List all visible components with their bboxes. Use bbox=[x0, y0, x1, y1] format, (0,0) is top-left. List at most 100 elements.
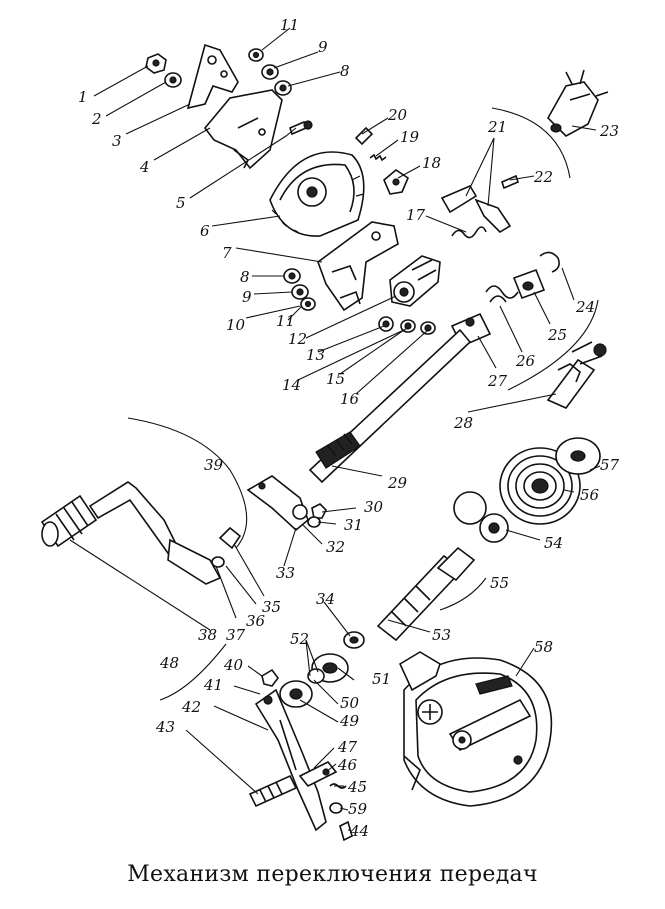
part-washer-34 bbox=[343, 631, 365, 649]
callout-7: 7 bbox=[222, 244, 232, 262]
callout-28: 28 bbox=[453, 414, 473, 432]
callout-47: 47 bbox=[337, 738, 358, 756]
callout-10: 10 bbox=[226, 316, 246, 334]
callout-42: 42 bbox=[181, 698, 201, 716]
callout-27: 27 bbox=[487, 372, 508, 390]
part-washer-16 bbox=[420, 321, 436, 335]
diagram-caption: Механизм переключения передач bbox=[127, 862, 538, 887]
callout-12: 12 bbox=[288, 330, 307, 348]
part-spring-26 bbox=[485, 285, 519, 303]
part-bolt-1 bbox=[145, 53, 167, 74]
part-spring-19 bbox=[369, 153, 387, 162]
callout-46: 46 bbox=[337, 756, 358, 774]
part-bolt-35 bbox=[218, 526, 242, 550]
part-sector-6 bbox=[269, 151, 365, 237]
callout-3: 3 bbox=[112, 132, 122, 150]
part-washer-13 bbox=[378, 316, 394, 332]
leader-lines bbox=[69, 27, 601, 831]
callout-52: 52 bbox=[290, 630, 309, 648]
part-washer-36 bbox=[211, 556, 225, 568]
part-lever-12 bbox=[389, 255, 441, 307]
callout-14: 14 bbox=[282, 376, 301, 394]
part-nut-11-mid bbox=[300, 297, 316, 311]
part-fork-23 bbox=[547, 69, 609, 137]
callout-22: 22 bbox=[533, 168, 553, 186]
part-washer-52 bbox=[307, 668, 325, 684]
callout-34: 34 bbox=[316, 590, 335, 608]
callout-54: 54 bbox=[544, 534, 563, 552]
part-gear-shaft-28 bbox=[546, 341, 607, 409]
callout-44: 44 bbox=[349, 822, 369, 840]
callout-37: 37 bbox=[226, 626, 246, 644]
part-plate-7 bbox=[317, 221, 399, 312]
part-spring-17 bbox=[451, 226, 487, 239]
callout-59: 59 bbox=[348, 800, 368, 818]
callout-18: 18 bbox=[422, 154, 441, 172]
part-bracket-3 bbox=[186, 43, 239, 110]
callout-51: 51 bbox=[372, 670, 391, 688]
part-washer-2 bbox=[164, 72, 182, 88]
part-splined-shaft-53 bbox=[376, 546, 476, 642]
callout-26: 26 bbox=[515, 352, 536, 370]
callout-5: 5 bbox=[176, 194, 186, 212]
part-washer-9-top bbox=[261, 64, 279, 80]
part-housing-58 bbox=[398, 651, 553, 807]
callout-35: 35 bbox=[262, 598, 281, 616]
callout-57: 57 bbox=[600, 456, 620, 474]
callout-43: 43 bbox=[155, 718, 175, 736]
callout-16: 16 bbox=[340, 390, 360, 408]
part-gear-54 bbox=[453, 491, 509, 543]
part-nut-8-top bbox=[274, 80, 292, 96]
part-screw-44 bbox=[339, 820, 353, 842]
callout-30: 30 bbox=[364, 498, 384, 516]
callout-23: 23 bbox=[599, 122, 619, 140]
callout-45: 45 bbox=[347, 778, 367, 796]
part-lever-42 bbox=[254, 688, 327, 832]
part-pin-43 bbox=[248, 774, 298, 808]
callout-38: 38 bbox=[198, 626, 217, 644]
callout-1: 1 bbox=[78, 88, 88, 106]
callout-55: 55 bbox=[490, 574, 509, 592]
part-plate-4 bbox=[203, 89, 283, 170]
callout-11: 11 bbox=[280, 16, 299, 34]
callout-53: 53 bbox=[432, 626, 451, 644]
part-washer-9-mid bbox=[291, 284, 309, 300]
part-pin-5 bbox=[289, 120, 313, 136]
part-pin-22 bbox=[501, 174, 519, 190]
part-bolt-30 bbox=[311, 503, 327, 519]
callout-41: 41 bbox=[203, 676, 223, 694]
callout-33: 33 bbox=[276, 564, 295, 582]
callout-4: 4 bbox=[139, 158, 150, 176]
part-ball-20 bbox=[354, 126, 374, 146]
part-nut-8-mid bbox=[283, 268, 301, 284]
callout-8b: 8 bbox=[240, 268, 250, 286]
callout-40: 40 bbox=[223, 656, 244, 674]
callout-20: 20 bbox=[387, 106, 408, 124]
part-ring-24 bbox=[539, 251, 560, 273]
callout-21: 21 bbox=[487, 118, 507, 136]
callout-9b: 9 bbox=[242, 288, 252, 306]
callout-19: 19 bbox=[400, 128, 420, 146]
callout-50: 50 bbox=[340, 694, 360, 712]
callout-17: 17 bbox=[406, 206, 426, 224]
part-nut-11-top bbox=[248, 48, 264, 62]
callout-2: 2 bbox=[91, 110, 102, 128]
callout-49: 49 bbox=[339, 712, 360, 730]
callout-15: 15 bbox=[326, 370, 345, 388]
callout-48: 48 bbox=[159, 654, 179, 672]
part-handle-38 bbox=[40, 481, 222, 585]
callout-32: 32 bbox=[326, 538, 345, 556]
callout-56: 56 bbox=[580, 486, 600, 504]
callout-labels: 1 2 3 4 5 6 7 8 9 10 11 12 13 14 15 16 1… bbox=[78, 16, 620, 840]
callout-6: 6 bbox=[200, 222, 210, 240]
callout-39: 39 bbox=[204, 456, 224, 474]
callout-25: 25 bbox=[547, 326, 567, 344]
callout-36: 36 bbox=[246, 612, 266, 630]
part-levers-21 bbox=[440, 184, 512, 234]
callout-58: 58 bbox=[534, 638, 553, 656]
callout-31: 31 bbox=[344, 516, 363, 534]
part-shaft-29 bbox=[308, 328, 472, 484]
callout-29: 29 bbox=[387, 474, 408, 492]
